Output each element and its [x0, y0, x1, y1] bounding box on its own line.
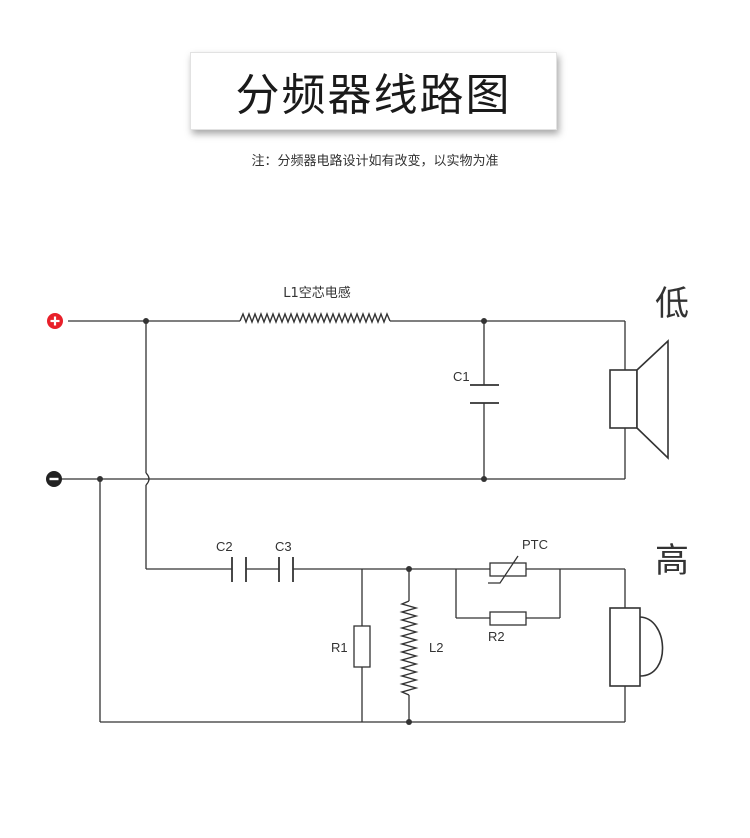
r1-label: R1: [331, 640, 348, 655]
woofer-speaker-icon: [609, 339, 669, 460]
negative-terminal-icon: [46, 471, 62, 487]
junction-dot: [406, 719, 412, 725]
design-note: 注：分频器电路设计如有改变，以实物为准: [251, 154, 499, 169]
r2-resistor-symbol: [489, 611, 527, 626]
junction-dots: [97, 318, 487, 725]
l1-inductor-symbol: [239, 312, 391, 324]
low-frequency-label: 低: [655, 284, 689, 324]
high-frequency-label: 高: [655, 541, 689, 581]
c1-label: C1: [453, 369, 470, 384]
junction-dot: [143, 318, 149, 324]
junction-dot: [481, 318, 487, 324]
junction-dot: [97, 476, 103, 482]
positive-terminal-icon: [47, 313, 63, 329]
c2-label: C2: [216, 539, 233, 554]
junction-dot: [406, 566, 412, 572]
ptc-thermal-arrow: [488, 555, 519, 584]
r1-resistor-symbol: [353, 625, 371, 668]
ptc-resistor-symbol: [489, 562, 527, 577]
title-box: 分频器线路图: [190, 52, 557, 130]
ptc-label: PTC: [522, 537, 548, 552]
l2-label: L2: [429, 640, 443, 655]
l1-label: L1空芯电感: [283, 285, 351, 301]
r2-label: R2: [488, 629, 505, 644]
page-title: 分频器线路图: [235, 70, 512, 121]
c3-label: C3: [275, 539, 292, 554]
junction-dot: [481, 476, 487, 482]
tweeter-speaker-icon: [609, 607, 664, 687]
l2-inductor-symbol: [399, 600, 419, 696]
